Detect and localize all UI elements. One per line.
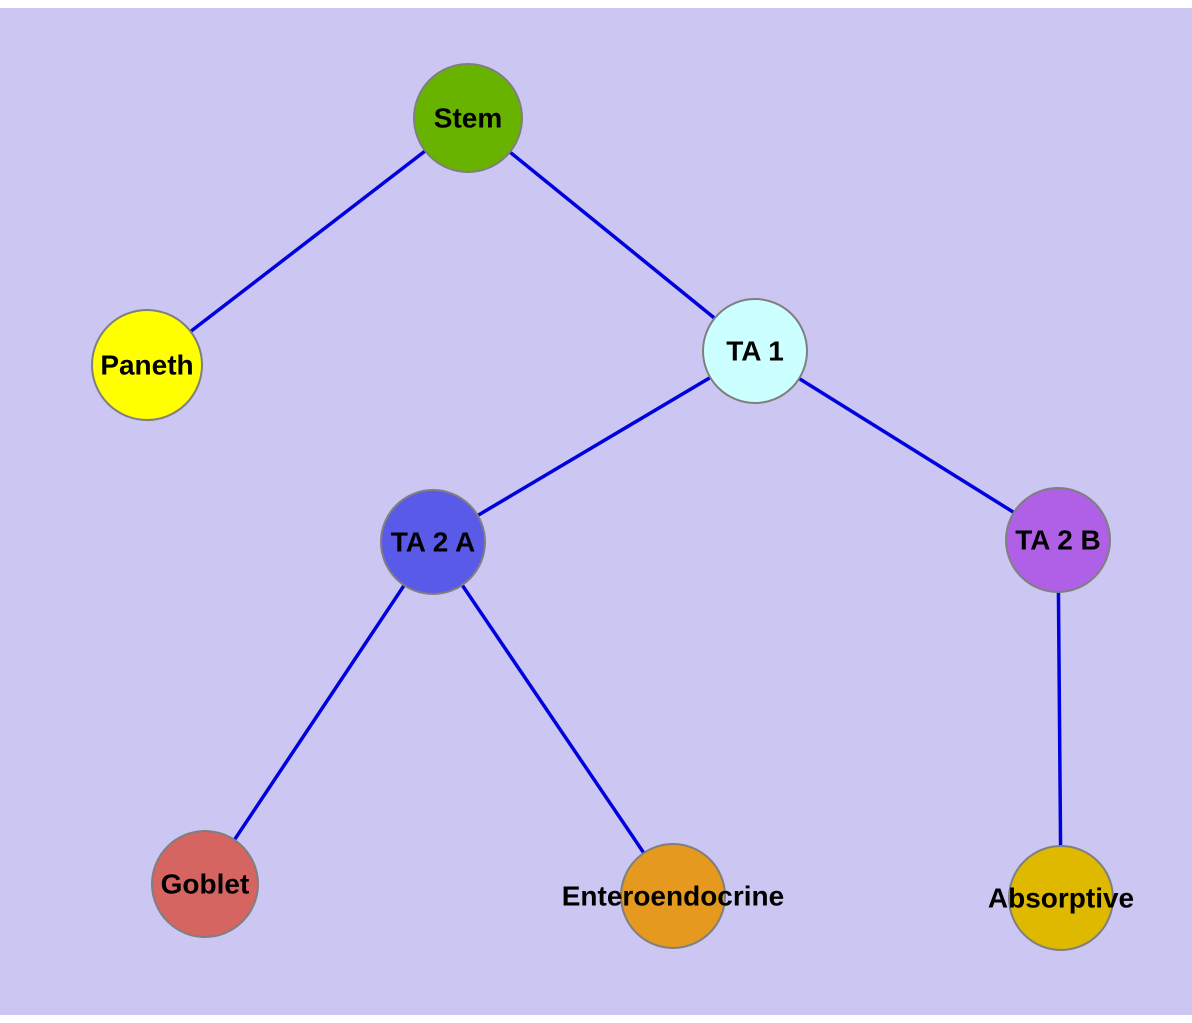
node-circle-paneth[interactable]	[91, 309, 203, 421]
node-ta2a: TA 2 A	[380, 489, 486, 595]
edge-ta1-ta2b	[754, 349, 1059, 542]
node-circle-stem[interactable]	[413, 63, 523, 173]
node-paneth: Paneth	[91, 309, 203, 421]
edge-ta2b-absorptive	[1056, 539, 1063, 899]
node-goblet: Goblet	[151, 830, 259, 938]
node-stem: Stem	[413, 63, 523, 173]
node-circle-ta2b[interactable]	[1005, 487, 1111, 593]
edge-ta2a-goblet	[203, 541, 435, 885]
node-circle-ta2a[interactable]	[380, 489, 486, 595]
edge-ta2a-enteroendocrine	[431, 541, 675, 897]
node-circle-enteroendocrine[interactable]	[620, 843, 726, 949]
edge-stem-ta1	[466, 116, 757, 353]
node-ta1: TA 1	[702, 298, 808, 404]
node-circle-absorptive[interactable]	[1008, 845, 1114, 951]
edge-stem-paneth	[145, 116, 470, 367]
node-circle-ta1[interactable]	[702, 298, 808, 404]
edge-ta1-ta2a	[432, 349, 756, 544]
node-circle-goblet[interactable]	[151, 830, 259, 938]
node-ta2b: TA 2 B	[1005, 487, 1111, 593]
